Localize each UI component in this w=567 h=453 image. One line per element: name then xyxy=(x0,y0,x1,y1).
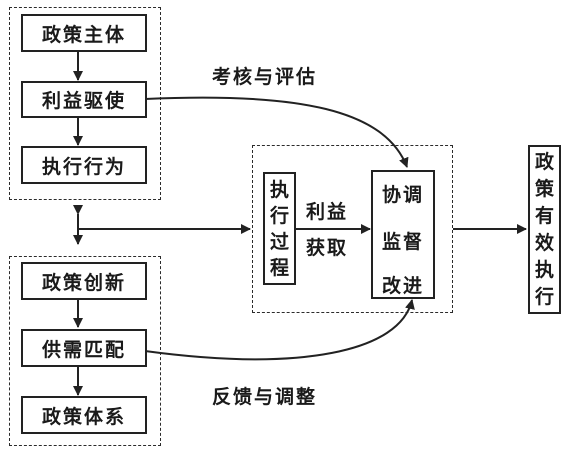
mechanism-supervise: 监督 xyxy=(382,231,425,253)
interest-acquisition-label-2: 获取 xyxy=(306,237,349,259)
execution-process-box: 执 行 过 程 xyxy=(263,172,296,285)
supply-demand-match-box: 供需匹配 xyxy=(21,329,147,367)
center-group xyxy=(252,145,453,313)
feedback-label: 反馈与调整 xyxy=(212,386,318,408)
mechanism-coordinate: 协调 xyxy=(382,184,425,206)
mechanism-box xyxy=(371,170,435,299)
interest-acquisition-label-1: 利益 xyxy=(306,201,349,223)
policy-subject-box: 政策主体 xyxy=(21,14,147,52)
policy-innovation-box: 政策创新 xyxy=(21,262,147,300)
curve-feedback xyxy=(144,299,415,361)
assessment-label: 考核与评估 xyxy=(212,66,318,88)
top-left-group xyxy=(9,7,161,200)
execution-behavior-box: 执行行为 xyxy=(21,146,147,184)
interest-drive-box: 利益驱使 xyxy=(21,81,147,118)
curve-assessment xyxy=(144,96,409,168)
policy-system-box: 政策体系 xyxy=(21,396,147,434)
mechanism-improve: 改进 xyxy=(382,275,425,297)
effective-execution-box: 政 策 有 效 执 行 xyxy=(528,145,561,314)
bottom-left-group xyxy=(9,256,161,446)
